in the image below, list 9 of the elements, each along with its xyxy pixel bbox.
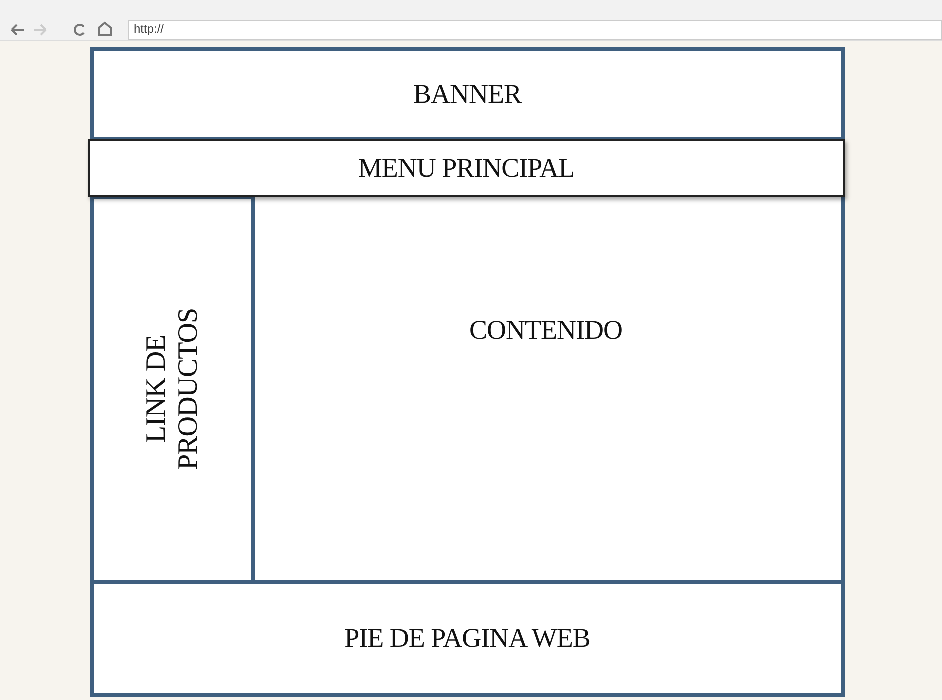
section-label: PIE DE PAGINA WEB [344,623,590,654]
section-label: BANNER [413,78,522,110]
section-label: MENU PRINCIPAL [358,152,575,184]
section-label: CONTENIDO [470,315,622,346]
banner-section [90,47,845,141]
footer-section [90,580,845,697]
section-label: LINK DE PRODUCTOS [140,308,204,472]
url-text: http:// [134,22,164,36]
menu-bar [88,139,845,197]
